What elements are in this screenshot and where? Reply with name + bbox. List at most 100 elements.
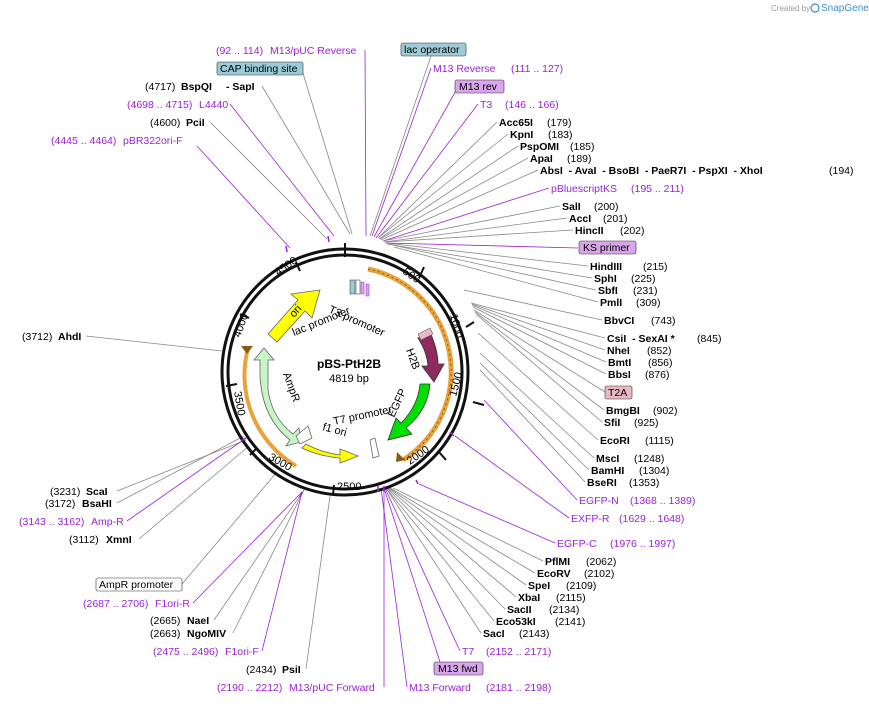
label-ampr-promoter: AmpR promoter [99,579,174,591]
leader-line [385,487,482,634]
label-bmgbi-pos: (902) [653,405,678,417]
leader-line [301,69,353,235]
plasmid-size: 4819 bp [329,373,369,385]
credit-prefix: Created by [771,4,810,13]
label-pbr: pBR322ori-F [123,135,183,147]
leader-line [384,487,461,652]
label-exfpr-pos: (1629 .. 1648) [619,513,684,525]
f1-ori-feature[interactable] [301,443,360,464]
label-l4440: L4440 [199,99,228,111]
lac-operator-feature[interactable] [349,279,356,295]
leader-line [369,49,434,237]
lac-promoter-feature[interactable] [355,279,361,295]
label-f1orif-pos: (2475 .. 2496) [153,646,218,658]
label-sphi: SphI [594,273,617,285]
label-eco53ki: Eco53kI [496,616,536,628]
label-bseri: BseRI [587,477,617,489]
label-msci-pos: (1248) [634,453,664,465]
label-t3: T3 [480,99,492,111]
label-hincii-pos: (202) [620,225,645,237]
leader-line [385,242,579,249]
label-bmti: BmtI [608,357,631,369]
m13-rev-primer-feature[interactable] [360,281,365,295]
leader-line [373,86,459,238]
label-sphi-pos: (225) [631,273,656,285]
snapgene-logo-icon [810,3,820,13]
label-lac-operator: lac operator [404,44,460,56]
label-sfii-pos: (925) [634,417,659,429]
label-naei-pos: (2665) [150,615,180,627]
t7-promoter-feature[interactable] [369,437,380,459]
leader-line [385,242,589,267]
leader-line [261,85,351,235]
leader-line [232,489,305,634]
primer-ticks [240,235,455,498]
label-nhei: NheI [607,345,630,357]
leader-line [181,471,278,585]
egfp-feature[interactable] [387,383,431,441]
leader-line [386,487,506,610]
ampr-feature[interactable] [253,347,302,447]
ori-feature[interactable] [267,289,321,343]
leader-line [393,246,599,303]
leader-line [463,289,603,321]
insert-arc-arrow-icon [396,452,405,462]
leader-line [471,303,606,351]
leader-line [382,205,561,242]
leader-line [209,121,328,240]
label-m13rev: M13 Reverse [433,63,496,75]
label-scai: ScaI [86,486,108,498]
label-egfpn: EGFP-N [579,495,619,507]
leader-line [454,435,570,519]
label-bmti-pos: (856) [648,357,673,369]
label-sbfi-pos: (231) [633,285,658,297]
leader-line [261,491,303,652]
label-pmli: PmlI [600,297,622,309]
label-spei: SpeI [528,580,550,592]
label-m13fwd-pos: (2181 .. 2198) [486,682,551,694]
label-csii-pos: (845) [697,333,722,345]
label-bmgbi: BmgBI [606,405,640,417]
leader-line [392,487,544,562]
leader-line [375,103,479,239]
m13-fwd-box [433,661,484,676]
ring-tick-marks [225,243,485,496]
label-saci: SacI [483,628,505,640]
label-sacii-pos: (2134) [549,604,579,616]
label-spei-pos: (2109) [566,580,596,592]
label-msci: MscI [596,453,619,465]
label-acc65i-pos: (179) [547,117,572,129]
h2b-feature[interactable] [417,331,445,383]
ampr-promoter-feature[interactable] [295,425,313,445]
label-xbai: XbaI [518,592,540,604]
label-m13fwd-box: M13 fwd [438,663,478,675]
label-pflmi: PflMI [545,556,570,568]
leader-line [126,437,247,522]
label-ecori-pos: (1115) [645,435,674,447]
label-xbai-pos: (2115) [556,592,586,604]
leader-line [213,489,305,621]
leader-line [116,435,245,504]
leader-line [479,369,586,483]
leader-line [388,487,527,586]
label-bsahi: BsaHI [82,498,112,510]
label-bsahi-pos: (3172) [45,498,75,510]
leader-line [483,399,578,501]
label-kpni: KpnI [510,129,533,141]
label-pbluescriptks: pBluescriptKS [551,183,617,195]
label-m13puc-fwd-pos: (2190 .. 2212) [217,682,282,694]
t3-primer-feature[interactable] [365,283,370,297]
label-bbvci-pos: (743) [651,315,676,327]
label-ahdi: AhdI [58,331,81,343]
leader-line [382,187,550,242]
label-t2a: T2A [608,387,627,399]
leader-line [379,157,529,240]
leader-line [475,313,603,423]
label-ecorv: EcoRV [537,568,571,580]
label-m13puc-rev: M13/pUC Reverse [270,45,357,57]
t2a-feature[interactable] [417,327,434,341]
leader-line [364,49,367,237]
label-egfpc: EGFP-C [557,538,597,550]
lac-operator-box [400,42,467,57]
